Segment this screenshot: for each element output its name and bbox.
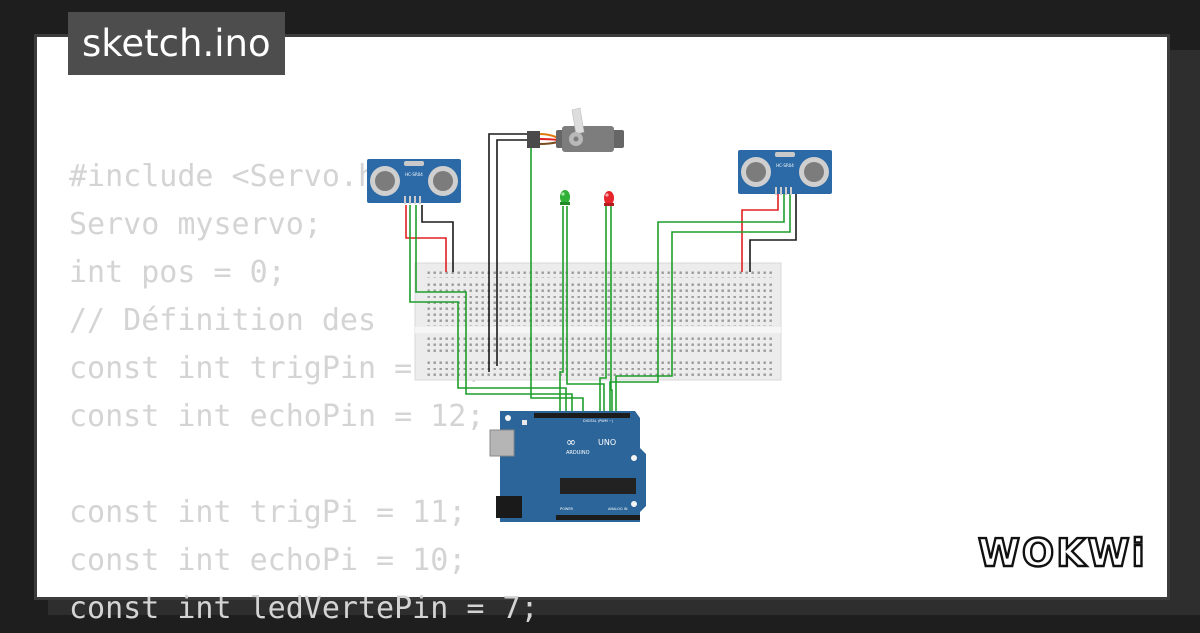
code-line: Servo myservo;	[69, 207, 322, 242]
wire-led-green	[559, 206, 564, 412]
servo-motor	[527, 107, 624, 152]
sensor-right-label: HC-SR04	[776, 163, 794, 168]
wire-right-gnd	[749, 192, 797, 272]
code-line: const int trigPi = 11;	[69, 495, 467, 530]
board-brand-label: ARDUINO	[566, 450, 590, 456]
wire-left-gnd	[421, 205, 454, 272]
breadboard	[414, 262, 782, 381]
code-line: const int echoPi = 10;	[69, 543, 467, 578]
code-line: const int ledVertePin = 7;	[69, 591, 539, 626]
arduino-uno-board: DIGITAL (PWM ~) ∞ UNO ARDUINO POWER ANAL…	[489, 411, 646, 522]
code-line: int pos = 0;	[69, 255, 286, 290]
led-green	[560, 190, 570, 205]
code-line: // Définition des	[69, 303, 377, 338]
wokwi-logo-text: WOKWi	[978, 531, 1147, 575]
wire-right-echo	[615, 192, 791, 412]
wire-led-red-2	[610, 206, 613, 412]
wire-left-vcc	[405, 205, 447, 272]
board-model-label: UNO	[598, 438, 616, 447]
wokwi-logo: WOKWi	[977, 530, 1147, 576]
ultrasonic-sensor-left: HC-SR04	[367, 159, 461, 204]
wire-left-echo	[415, 205, 573, 412]
power-header-label: POWER	[560, 507, 574, 511]
wire-right-trig	[609, 192, 785, 412]
wire-servo-gnd2	[496, 139, 529, 366]
file-name-tag: sketch.ino	[68, 12, 285, 75]
analog-header-label: ANALOG IN	[608, 507, 628, 511]
wire-led-red	[599, 206, 607, 412]
led-red	[604, 191, 614, 206]
wire-servo-signal	[530, 146, 584, 412]
wires	[405, 133, 797, 412]
wire-led-green-2	[566, 206, 605, 412]
code-line: const int echoPin = 12;	[69, 399, 485, 434]
wire-servo-gnd	[488, 133, 529, 372]
infinity-logo-icon: ∞	[566, 435, 576, 449]
wire-right-vcc	[741, 192, 779, 272]
wire-left-trig	[409, 205, 567, 412]
digital-header-label: DIGITAL (PWM ~)	[583, 419, 614, 423]
ultrasonic-sensor-right: HC-SR04	[738, 150, 832, 195]
sensor-left-label: HC-SR04	[405, 172, 423, 177]
